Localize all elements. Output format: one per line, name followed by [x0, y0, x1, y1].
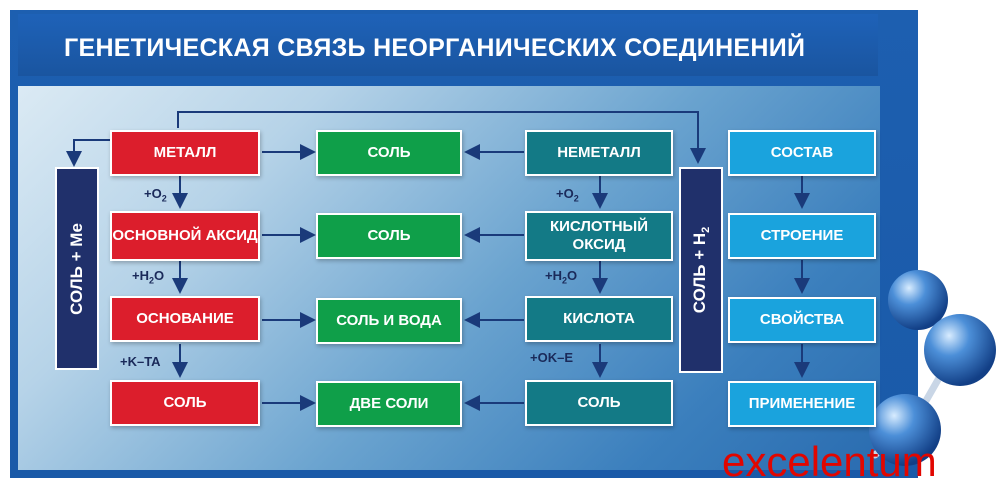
nonmetal-salt-box: СОЛЬ	[525, 380, 673, 426]
salt-metal-bar: СОЛЬ + Me	[55, 167, 99, 370]
salt-water-box: СОЛЬ И ВОДА	[316, 298, 462, 344]
salt-product-2: СОЛЬ	[316, 213, 462, 259]
metal-reagent-water: +H2O	[132, 268, 165, 286]
salt-hydrogen-label: СОЛЬ + Н2	[689, 226, 713, 314]
metal-reagent-acid: +K–TA	[120, 354, 161, 369]
two-salts-box: ДВЕ СОЛИ	[316, 381, 462, 427]
salt-hydrogen-bar: СОЛЬ + Н2	[679, 167, 723, 373]
application-box: ПРИМЕНЕНИЕ	[728, 381, 876, 427]
nonmetal-reagent-oxygen: +O2	[556, 186, 579, 204]
salt-metal-label: СОЛЬ + Me	[67, 222, 86, 315]
title-banner	[18, 14, 878, 76]
nonmetal-reagent-water: +H2O	[545, 268, 578, 286]
nonmetal-box: НЕМЕТАЛЛ	[525, 130, 673, 176]
page-title: ГЕНЕТИЧЕСКАЯ СВЯЗЬ НЕОРГАНИЧЕСКИХ СОЕДИН…	[64, 34, 806, 62]
metal-box: МЕТАЛЛ	[110, 130, 260, 176]
watermark: excelentum	[722, 438, 937, 485]
nonmetal-reagent-base: +OK–E	[530, 350, 573, 365]
basic-oxide-box: ОСНОВНОЙ АКСИД	[110, 211, 260, 261]
salt-product-1: СОЛЬ	[316, 130, 462, 176]
base-box: ОСНОВАНИЕ	[110, 296, 260, 342]
acid-oxide-box: КИСЛОТНЫЙ ОКСИД	[525, 211, 673, 261]
structure-box: СТРОЕНИЕ	[728, 213, 876, 259]
acid-box: КИСЛОТА	[525, 296, 673, 342]
properties-box: СВОЙСТВА	[728, 297, 876, 343]
metal-salt-box: СОЛЬ	[110, 380, 260, 426]
metal-reagent-oxygen: +O2	[144, 186, 167, 204]
composition-box: СОСТАВ	[728, 130, 876, 176]
